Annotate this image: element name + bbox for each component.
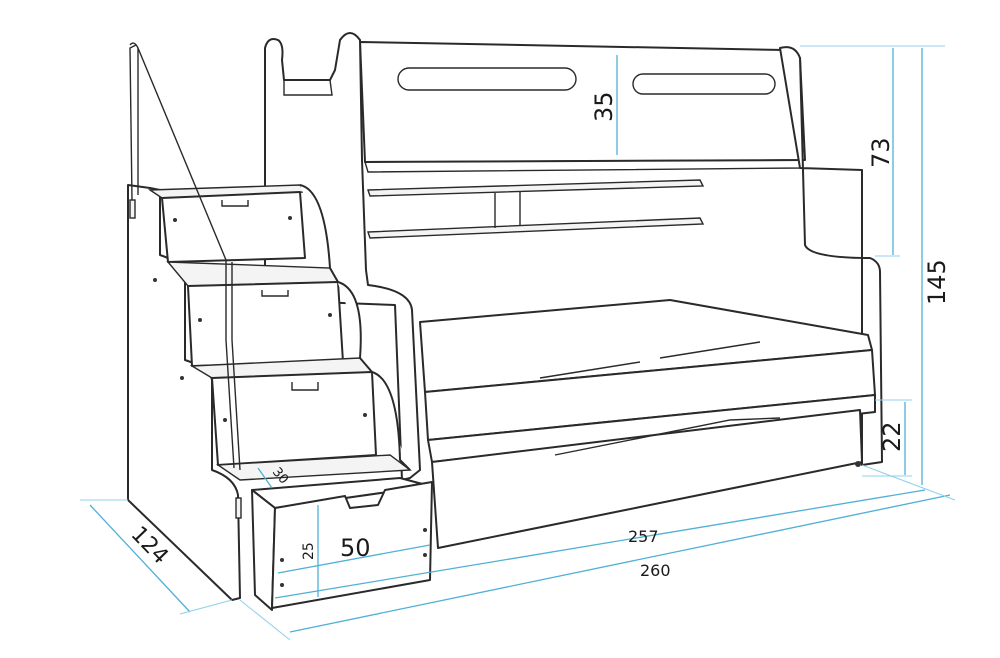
dimension-145-label: 145: [923, 259, 951, 305]
open-drawer: [251, 477, 433, 611]
dimension-25-label: 25: [301, 542, 317, 560]
dimension-50-label: 50: [340, 534, 371, 562]
upper-bunk: [359, 41, 883, 466]
storage-staircase: [127, 42, 412, 601]
lower-bed: [419, 299, 876, 549]
dimension-35-label: 35: [590, 91, 618, 122]
dimension-260-label: 260: [640, 561, 671, 580]
dimension-22-label: 22: [878, 421, 906, 452]
dimension-257-label: 257: [628, 527, 659, 546]
dimension-lines: [80, 45, 956, 641]
left-head-panel: [264, 32, 421, 481]
dimension-73-label: 73: [867, 137, 895, 168]
